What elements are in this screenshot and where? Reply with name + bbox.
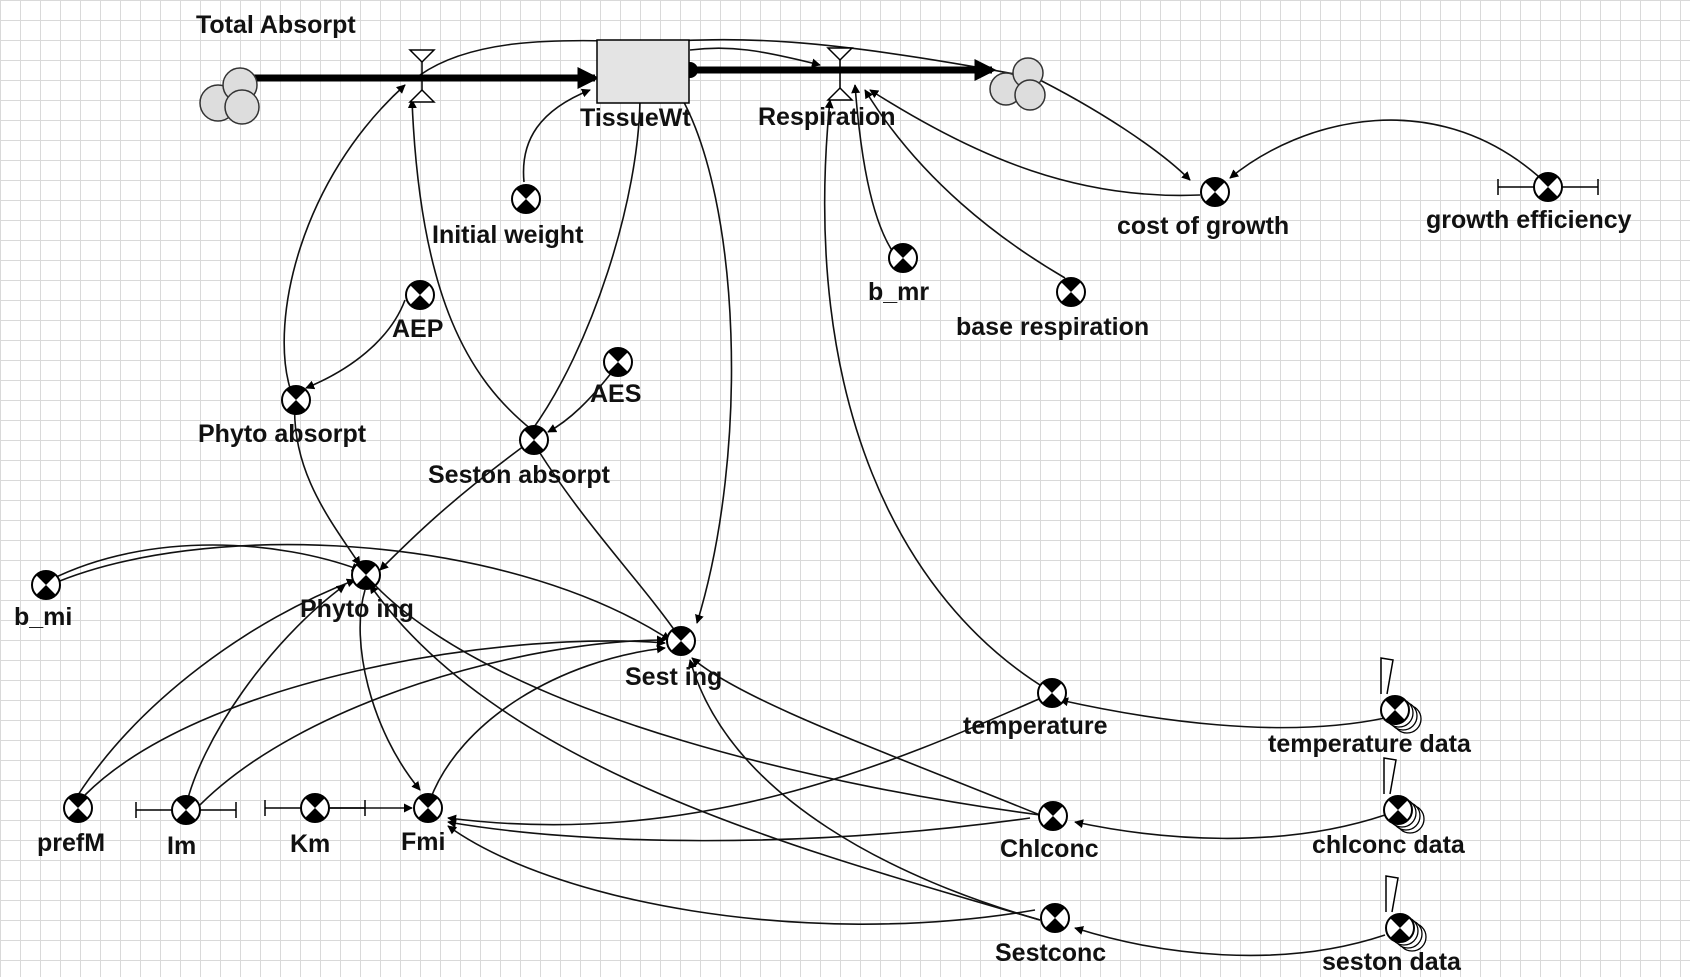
label-seston-absorpt: Seston absorpt bbox=[428, 461, 611, 489]
converter-fmi[interactable] bbox=[413, 793, 443, 823]
label-im: Im bbox=[167, 832, 196, 860]
label-km: Km bbox=[290, 830, 330, 858]
converter-growth-efficiency[interactable] bbox=[1497, 172, 1599, 202]
label-sestconc: Sestconc bbox=[995, 939, 1106, 967]
label-phyto-absorpt: Phyto absorpt bbox=[198, 420, 367, 448]
source-cloud bbox=[199, 67, 260, 125]
label-sest-ing: Sest ing bbox=[625, 663, 722, 691]
converter-km[interactable] bbox=[264, 793, 366, 823]
converter-aep[interactable] bbox=[405, 280, 435, 310]
converter-seston-data[interactable] bbox=[1385, 875, 1427, 952]
converter-temperature-data[interactable] bbox=[1380, 657, 1422, 734]
converter-base-respiration[interactable] bbox=[1056, 277, 1086, 307]
label-b-mr: b_mr bbox=[868, 278, 929, 306]
stock-tissuewt[interactable] bbox=[596, 39, 690, 104]
valve-total-absorpt[interactable] bbox=[408, 49, 436, 103]
label-tissuewt: TissueWt bbox=[580, 104, 691, 132]
label-chlconc: Chlconc bbox=[1000, 835, 1099, 863]
converter-phyto-ing[interactable] bbox=[351, 560, 381, 590]
labels: Total Absorpt TissueWt Respiration Initi… bbox=[14, 11, 1632, 976]
label-temperature-data: temperature data bbox=[1268, 730, 1472, 758]
converter-chlconc-data[interactable] bbox=[1383, 757, 1425, 834]
converter-aes[interactable] bbox=[603, 347, 633, 377]
converter-cost-of-growth[interactable] bbox=[1200, 177, 1230, 207]
label-chlconc-data: chlconc data bbox=[1312, 831, 1466, 859]
label-initial-weight: Initial weight bbox=[432, 221, 584, 249]
converter-nodes bbox=[31, 172, 1599, 952]
label-aep: AEP bbox=[392, 315, 443, 343]
valve-respiration[interactable] bbox=[826, 47, 854, 101]
label-cost-of-growth: cost of growth bbox=[1117, 212, 1289, 240]
converter-temperature[interactable] bbox=[1037, 678, 1067, 708]
converter-b-mi[interactable] bbox=[31, 570, 61, 600]
converter-initial-weight[interactable] bbox=[511, 184, 541, 214]
label-aes: AES bbox=[590, 380, 641, 408]
converter-im[interactable] bbox=[135, 795, 237, 825]
label-seston-data: seston data bbox=[1322, 948, 1462, 976]
converter-prefm[interactable] bbox=[63, 793, 93, 823]
converter-sest-ing[interactable] bbox=[666, 626, 696, 656]
label-b-mi: b_mi bbox=[14, 603, 72, 631]
converter-phyto-absorpt[interactable] bbox=[281, 385, 311, 415]
label-prefm: prefM bbox=[37, 829, 105, 857]
label-total-absorpt: Total Absorpt bbox=[196, 11, 356, 39]
label-temperature: temperature bbox=[963, 712, 1108, 740]
converter-b-mr[interactable] bbox=[888, 243, 918, 273]
converter-seston-absorpt[interactable] bbox=[519, 425, 549, 455]
label-respiration: Respiration bbox=[758, 103, 896, 131]
label-base-respiration: base respiration bbox=[956, 313, 1149, 341]
label-growth-efficiency: growth efficiency bbox=[1426, 206, 1632, 234]
sink-cloud bbox=[989, 57, 1046, 111]
converter-chlconc[interactable] bbox=[1038, 801, 1068, 831]
label-fmi: Fmi bbox=[401, 828, 445, 856]
converter-sestconc[interactable] bbox=[1040, 903, 1070, 933]
connectors bbox=[49, 38, 1551, 957]
label-phyto-ing: Phyto ing bbox=[300, 595, 414, 623]
